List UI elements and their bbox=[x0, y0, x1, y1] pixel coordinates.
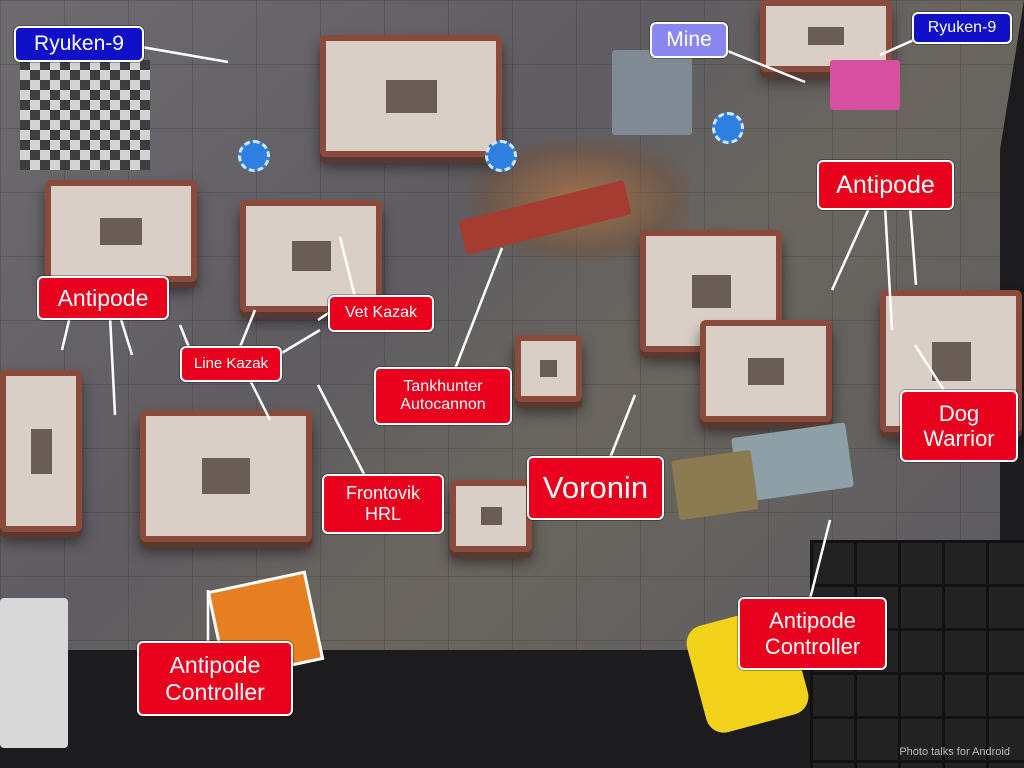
building bbox=[700, 320, 832, 422]
watermark: Photo talks for Android bbox=[899, 746, 1010, 758]
label-antipode-controller-right: Antipode Controller bbox=[738, 597, 887, 670]
building bbox=[320, 35, 502, 157]
label-voronin: Voronin bbox=[527, 456, 664, 520]
building bbox=[0, 370, 82, 532]
label-line-kazak: Line Kazak bbox=[180, 346, 282, 382]
token-box bbox=[0, 598, 68, 748]
token bbox=[485, 140, 517, 172]
miniature-tray bbox=[810, 540, 1024, 768]
token bbox=[238, 140, 270, 172]
label-ryuken-9-left: Ryuken-9 bbox=[14, 26, 144, 62]
token bbox=[712, 112, 744, 144]
building bbox=[240, 200, 382, 312]
building bbox=[760, 0, 892, 72]
label-mine: Mine bbox=[650, 22, 728, 58]
building bbox=[450, 480, 532, 552]
building bbox=[515, 335, 582, 402]
crates bbox=[830, 60, 900, 110]
label-antipode-controller-left: Antipode Controller bbox=[137, 641, 293, 716]
building bbox=[140, 410, 312, 542]
label-antipode-left: Antipode bbox=[37, 276, 169, 320]
checkered-floor bbox=[20, 60, 150, 170]
label-tankhunter-autocannon: Tankhunter Autocannon bbox=[374, 367, 512, 425]
label-ryuken-9-right: Ryuken-9 bbox=[912, 12, 1012, 44]
shipping-container bbox=[612, 50, 692, 135]
label-antipode-right: Antipode bbox=[817, 160, 954, 210]
label-dog-warrior: Dog Warrior bbox=[900, 390, 1018, 462]
label-frontovik-hrl: Frontovik HRL bbox=[322, 474, 444, 534]
label-vet-kazak: Vet Kazak bbox=[328, 295, 434, 332]
